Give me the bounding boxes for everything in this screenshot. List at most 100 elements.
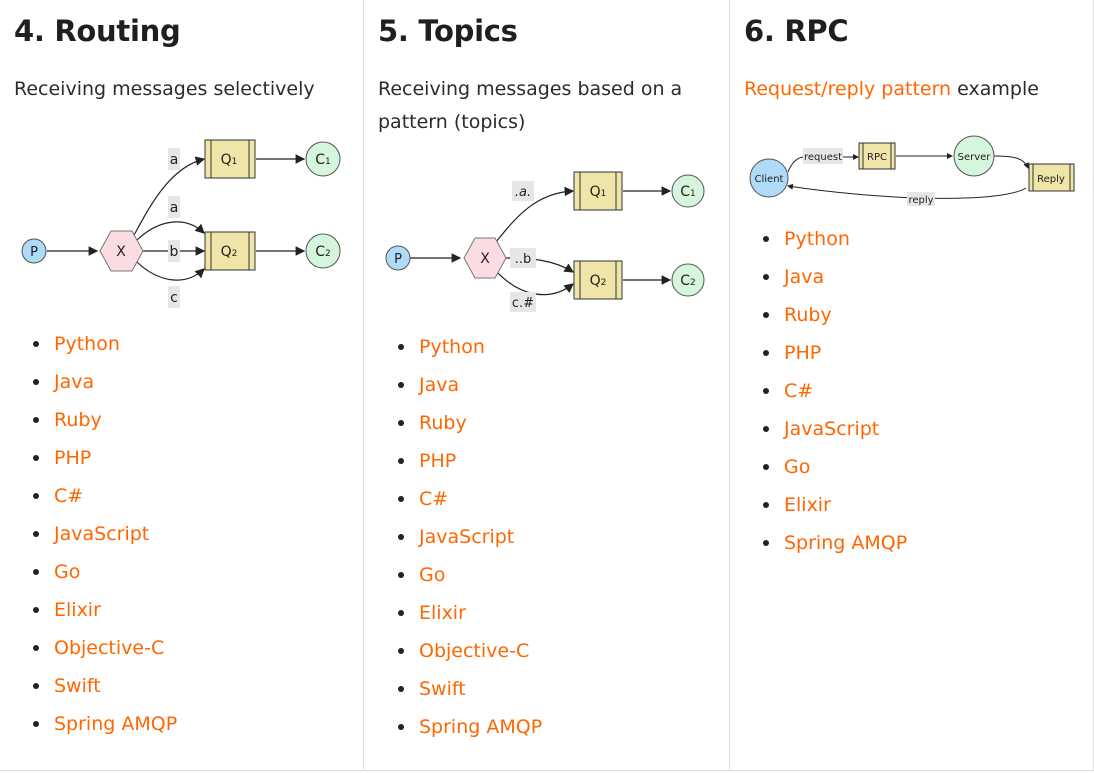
exchange-label: X — [116, 244, 126, 260]
language-link[interactable]: Elixir — [54, 599, 101, 621]
reply-queue-label: Reply — [1037, 174, 1065, 185]
section-topics: 5. Topics Receiving messages based on a … — [364, 0, 730, 771]
list-item: Java — [397, 366, 542, 404]
language-link[interactable]: Java — [419, 374, 460, 396]
rpc-queue-node — [858, 142, 896, 170]
producer-label: P — [30, 245, 38, 260]
list-item: Spring AMQP — [397, 708, 543, 746]
language-link[interactable]: Objective-C — [54, 637, 165, 659]
language-link[interactable]: Swift — [419, 678, 466, 700]
list-item: C# — [762, 372, 907, 410]
language-link[interactable]: Objective-C — [419, 640, 530, 662]
list-item: Swift — [397, 670, 542, 708]
list-item: Go — [762, 448, 907, 486]
list-item: C# — [32, 477, 177, 515]
language-link[interactable]: Python — [419, 336, 485, 358]
consumer-label: C2 — [680, 273, 696, 289]
client-node — [749, 158, 789, 198]
language-link[interactable]: PHP — [419, 450, 457, 472]
exchange-node — [463, 237, 507, 279]
list-item: JavaScript — [762, 410, 907, 448]
consumer-node — [671, 263, 705, 297]
exchange-node — [99, 230, 144, 272]
section-title: 5. Topics — [378, 14, 518, 48]
producer-node — [21, 238, 47, 264]
binding-label: a — [170, 152, 179, 168]
list-item: Python — [397, 328, 542, 366]
list-item: Python — [32, 325, 177, 363]
list-item: Ruby — [32, 401, 177, 439]
language-list: Python Java Ruby PHP C# JavaScript Go El… — [762, 220, 908, 562]
language-link[interactable]: Elixir — [784, 494, 831, 516]
routing-diagram: a a b c P X Q1 Q2 C1 C2 — [21, 139, 341, 308]
binding-label: .a. — [515, 185, 531, 200]
language-link[interactable]: PHP — [54, 447, 92, 469]
language-link[interactable]: Python — [54, 333, 120, 355]
list-item: Objective-C — [32, 629, 177, 667]
language-link[interactable]: C# — [419, 488, 449, 510]
language-link[interactable]: Java — [784, 266, 825, 288]
list-item: Go — [32, 553, 177, 591]
binding-label: ..b — [515, 252, 532, 267]
section-description: Receiving messages based on a pattern (t… — [378, 78, 683, 133]
consumer-node — [305, 233, 341, 269]
queue-node — [204, 139, 256, 179]
language-list: Python Java Ruby PHP C# JavaScript Go El… — [32, 325, 178, 743]
consumer-label: C1 — [315, 152, 331, 168]
producer-node — [385, 245, 411, 271]
section-title: 4. Routing — [14, 14, 181, 48]
list-item: PHP — [397, 442, 542, 480]
queue-label: Q2 — [221, 244, 238, 260]
language-link[interactable]: Spring AMQP — [54, 713, 178, 735]
list-item: Swift — [32, 667, 177, 705]
language-link[interactable]: Go — [784, 456, 811, 478]
rpc-diagram: request reply Client RPC Server Reply — [749, 135, 1075, 206]
request-reply-link[interactable]: Request/reply pattern — [744, 78, 952, 100]
language-link[interactable]: Java — [54, 371, 95, 393]
server-node — [953, 135, 995, 177]
list-item: Spring AMQP — [762, 524, 908, 562]
binding-label: c — [170, 290, 178, 306]
consumer-node — [671, 174, 705, 208]
section-description: Receiving messages selectively — [14, 78, 315, 100]
language-link[interactable]: Spring AMQP — [419, 716, 543, 738]
list-item: Elixir — [32, 591, 177, 629]
list-item: Python — [762, 220, 907, 258]
request-label: request — [804, 152, 842, 163]
list-item: C# — [397, 480, 542, 518]
queue-node — [204, 231, 256, 271]
language-link[interactable]: Elixir — [419, 602, 466, 624]
language-link[interactable]: Python — [784, 228, 850, 250]
list-item: Go — [397, 556, 542, 594]
queue-label: Q1 — [590, 184, 607, 200]
language-link[interactable]: Go — [419, 564, 446, 586]
queue-label: Q2 — [590, 273, 607, 289]
language-link[interactable]: C# — [784, 380, 814, 402]
section-title: 6. RPC — [744, 14, 849, 48]
topics-diagram: .a. ..b c.# P X Q1 Q2 C1 C2 — [385, 171, 705, 312]
language-link[interactable]: Ruby — [784, 304, 832, 326]
section-routing: 4. Routing Receiving messages selectivel… — [0, 0, 364, 771]
language-link[interactable]: Go — [54, 561, 81, 583]
language-link[interactable]: JavaScript — [419, 526, 515, 548]
list-item: Ruby — [397, 404, 542, 442]
language-link[interactable]: PHP — [784, 342, 822, 364]
language-link[interactable]: Ruby — [419, 412, 467, 434]
exchange-label: X — [480, 251, 490, 267]
language-link[interactable]: C# — [54, 485, 84, 507]
section-description: Request/reply pattern example — [744, 78, 1039, 100]
list-item: Java — [762, 258, 907, 296]
rpc-queue-label: RPC — [867, 152, 887, 163]
list-item: Objective-C — [397, 632, 542, 670]
language-link[interactable]: JavaScript — [784, 418, 880, 440]
language-link[interactable]: Swift — [54, 675, 101, 697]
list-item: Elixir — [397, 594, 542, 632]
list-item: PHP — [32, 439, 177, 477]
language-link[interactable]: JavaScript — [54, 523, 150, 545]
list-item: PHP — [762, 334, 907, 372]
language-link[interactable]: Ruby — [54, 409, 102, 431]
language-link[interactable]: Spring AMQP — [784, 532, 908, 554]
section-rpc: 6. RPC Request/reply pattern example req… — [730, 0, 1094, 771]
list-item: JavaScript — [397, 518, 542, 556]
